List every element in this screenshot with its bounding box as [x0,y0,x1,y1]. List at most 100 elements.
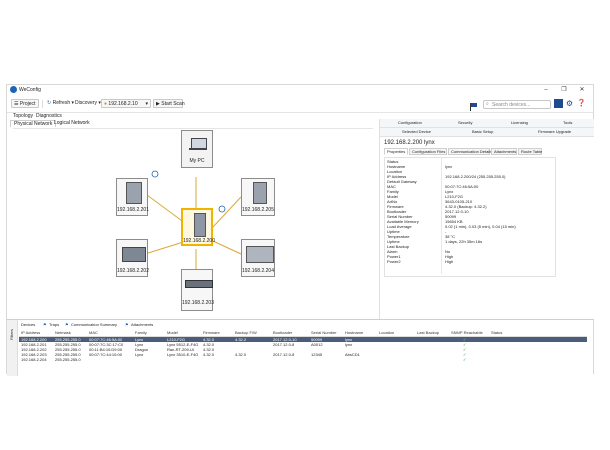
col-location[interactable]: Location [379,330,395,335]
cell: Lynx 3510-E-F4G [167,352,199,357]
col-ip-address[interactable]: IP Address [21,330,41,335]
node-selected-switch[interactable]: 192.168.2.200 [181,208,215,246]
ribbon-bottom: Selected Device Basic Setup Firmware Upg… [380,128,594,137]
col-firmware[interactable]: Firmware [203,330,220,335]
cell: 2017.12.0-10 [273,337,297,342]
project-button[interactable]: ☰ Project [11,99,39,108]
ribbon-selected-device[interactable]: Selected Device [402,129,431,134]
node-switch-203[interactable]: 192.168.2.203 [181,269,214,311]
node-switch-204[interactable]: 192.168.2.204 [241,239,275,277]
filters-sidebar[interactable]: Filters [7,320,18,376]
col-netmask[interactable]: Netmask [55,330,71,335]
cell: 4.32.2 [235,337,247,342]
flag-icon[interactable] [469,98,478,111]
tab-logical-network[interactable]: Logical Network [54,120,90,126]
refresh-label: Refresh [52,100,71,106]
tab-attachments-bottom[interactable]: Attachments [131,322,154,327]
topology-canvas[interactable]: My PC 192.168.2.200 192.168.2.201 192.16… [13,128,373,319]
refresh-button[interactable]: ↻ Refresh ▾ [45,99,74,108]
save-icon[interactable] [554,99,563,108]
col-serial-number[interactable]: Serial Number [311,330,337,335]
tab-topology[interactable]: Topology [13,113,34,119]
rack-switch-icon [185,280,213,288]
col-model[interactable]: Model [167,330,178,335]
table-row[interactable]: 192.168.2.203 255.255.255.0 00:07:7C:44:… [19,352,587,357]
device-title: 192.168.2.200 lynx [384,140,435,146]
prop-value: - [445,229,447,234]
tab-physical-network[interactable]: Physical Network [10,120,57,127]
prop-value: 192.168.2.200/24 (255.255.255.0) [445,174,506,179]
ribbon-firmware-upgrade[interactable]: Firmware Upgrade [538,129,572,134]
node-label: 192.168.2.205 [242,207,274,213]
cell: AbsCD1 [345,352,360,357]
ip-select[interactable]: ● 192.168.2.10 ▾ [101,99,151,108]
gear-icon[interactable]: ⚙ [565,99,574,108]
minimize-icon[interactable]: – [544,87,548,93]
ribbon-licensing[interactable]: Licensing [511,120,528,125]
ip-value: 192.168.2.10 [108,101,138,107]
ribbon-tools[interactable]: Tools [563,120,573,125]
tab-attachments[interactable]: Attachments [491,148,517,155]
app-window: WeConfig – ❐ ✕ ☰ Project ↻ Refresh ▾ Dis… [6,84,594,376]
node-router-202[interactable]: 192.168.2.202 [116,239,149,277]
node-switch-201[interactable]: 192.168.2.201 [116,178,149,216]
ribbon-basic-setup[interactable]: Basic Setup [472,129,494,134]
tab-traps[interactable]: Traps [49,322,60,327]
col-mac[interactable]: MAC [89,330,98,335]
prop-value: 3643-0105-210 [445,199,473,204]
grid-divider [441,158,442,274]
help-icon[interactable]: ❓ [577,100,586,107]
col-last-backup[interactable]: Last Backup [417,330,440,335]
table-row[interactable]: 192.168.2.201 255.255.255.0 00:07:7C:3C:… [19,342,587,347]
tab-devices[interactable]: Devices [21,322,36,327]
prop-key: Family [387,189,399,194]
prop-key: Serial Number [387,214,413,219]
ribbon-security[interactable]: Security [458,120,473,125]
start-scan-button[interactable]: ▶ Start Scan [153,99,185,108]
cell: 255.255.255.0 [55,352,81,357]
col-backup-fw[interactable]: Backup F/W [235,330,257,335]
cell: Lynx [135,352,144,357]
prop-value: 2017.12.0-10 [445,209,469,214]
table-row[interactable]: 192.168.2.200 255.255.255.0 00:07:7C:46:… [19,337,587,342]
cell: Lynx [135,342,144,347]
tab-properties[interactable]: Properties [384,148,408,155]
search-input[interactable]: ⌕ Search devices... [483,100,551,109]
cell: 255.255.255.0 [55,347,81,352]
col-family[interactable]: Family [135,330,147,335]
close-icon[interactable]: ✕ [579,87,585,93]
tab-communication-details[interactable]: Communication Details [448,148,492,155]
cell: 00:07:7C:44:10:00 [89,352,122,357]
tab-configuration-files[interactable]: Configuration Files [409,148,447,155]
prop-key: Uptime [387,229,400,234]
col-snmp-reachable[interactable]: SNMP Reachable [451,330,483,335]
tab-diagnostics[interactable]: Diagnostics [36,113,62,119]
col-bootloader[interactable]: Bootloader [273,330,293,335]
prop-value: 50099 [445,214,457,219]
node-switch-205[interactable]: 192.168.2.205 [241,178,275,216]
view-tabs: Topology Diagnostics Physical Network Lo… [7,113,377,127]
toolbar-divider [42,100,43,108]
snmp-check-icon: ✓ [463,347,467,352]
prop-key: Power2 [387,259,401,264]
cell: 192.168.2.201 [21,342,47,347]
node-my-pc[interactable]: My PC [181,130,213,168]
tab-route-table[interactable]: Route Table [518,148,542,155]
menu-icon: ☰ [14,101,19,107]
prop-value: 38 °C [445,234,456,239]
topology-links [144,170,242,269]
col-hostname[interactable]: Hostname [345,330,364,335]
discovery-dropdown[interactable]: Discovery ▾ [73,99,101,108]
prop-key: ArtNo [387,199,398,204]
prop-key: Location [387,169,403,174]
maximize-icon[interactable]: ❐ [561,87,567,93]
ribbon-configuration[interactable]: Configuration [398,120,422,125]
cell: lynx [345,342,353,347]
toolbar: ☰ Project ↻ Refresh ▾ Discovery ▾ ● 192.… [7,96,593,113]
table-row[interactable]: 192.168.2.204 255.255.255.0 ✓ [19,357,587,362]
cell: 4.32.0 [203,352,215,357]
tab-communication-summary[interactable]: Communication Summary [71,322,118,327]
col-status[interactable]: Status [491,330,503,335]
table-row[interactable]: 192.168.2.202 255.255.255.0 00:11:B4:10:… [19,347,587,352]
cell: L210-F2G [167,337,186,342]
